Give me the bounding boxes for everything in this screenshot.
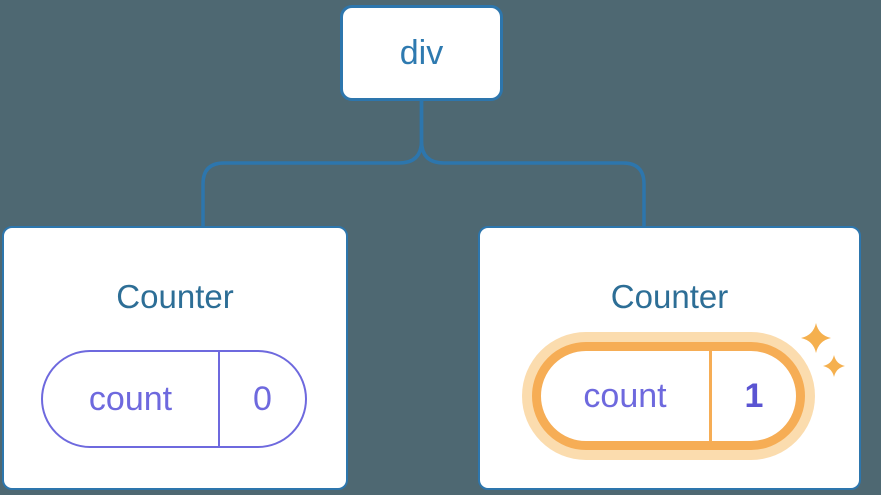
state-value: 1 [744,376,764,415]
component-title: Counter [610,278,729,315]
connector-left-branch [201,99,424,228]
counter-card-right: Counter count 1 [478,226,861,490]
state-value: 0 [253,379,272,418]
counter-card-left: Counter count 0 [2,226,348,490]
state-key-label: count [541,351,712,441]
connector-right-branch [419,99,646,228]
root-node-div: div [340,5,503,101]
state-key-label: count [43,352,220,446]
state-pill-count-0: count 0 [41,350,307,448]
root-node-label: div [399,33,444,72]
state-pill-count-1-highlighted: count 1 [532,342,805,450]
component-title: Counter [116,278,234,315]
